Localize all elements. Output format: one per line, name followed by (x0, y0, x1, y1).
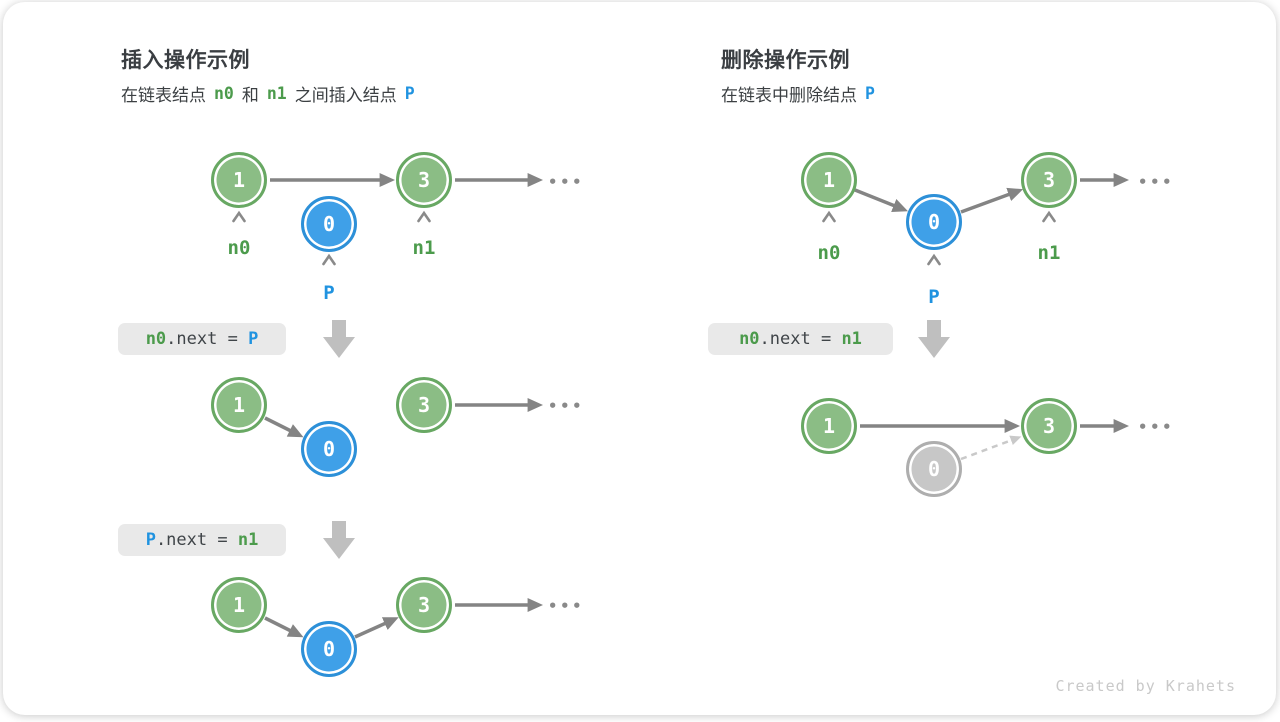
ellipsis-icon: ••• (1137, 173, 1175, 191)
ellipsis-icon: ••• (547, 597, 585, 615)
node-value: 1 (822, 168, 836, 192)
node-value: 3 (1042, 414, 1056, 438)
arrow-p-to-n1 (960, 187, 1024, 214)
token-p: P (404, 84, 415, 103)
caret-up-icon (232, 210, 246, 223)
arrow-n0-to-p (264, 616, 304, 638)
caret-up-icon (1042, 210, 1056, 223)
node-value: 0 (927, 210, 941, 234)
arrow-p-to-n1 (354, 617, 399, 639)
node-value: 0 (322, 437, 336, 461)
code-token: .next = (759, 329, 842, 349)
code-box-insert-2: P.next = n1 (118, 524, 286, 556)
list-node-1: 1 (211, 377, 267, 433)
node-value: 0 (322, 637, 336, 661)
list-node-3: 3 (396, 577, 452, 633)
node-value: 3 (417, 593, 431, 617)
arrow-removed-p-to-n1-dashed (960, 435, 1022, 461)
code-token: P (248, 329, 259, 349)
code-token: n0 (739, 329, 760, 349)
insert-panel-subtitle: 在链表结点 n0 和 n1 之间插入结点 P (121, 81, 415, 106)
list-node-p: 0 (301, 421, 357, 477)
code-box-delete-1: n0.next = n1 (708, 323, 893, 355)
code-token: .next = (155, 530, 238, 550)
arrow-n0-to-p (264, 416, 304, 438)
pointer-label-p: P (928, 286, 940, 308)
token-n0: n0 (214, 84, 234, 103)
pointer-label-p: P (323, 282, 335, 304)
token-n1: n1 (266, 84, 287, 103)
pointer-label-n1: n1 (412, 237, 436, 259)
list-node-p: 0 (301, 196, 357, 252)
caret-up-icon (322, 253, 336, 266)
node-value: 0 (927, 457, 941, 481)
token-p: P (865, 84, 875, 103)
subtitle-text: 在链表中删除结点 (721, 86, 857, 105)
list-node-3: 3 (396, 377, 452, 433)
list-node-3: 3 (1021, 152, 1077, 208)
step-down-arrow-icon (323, 521, 355, 559)
node-value: 0 (322, 212, 336, 236)
node-value: 1 (232, 393, 246, 417)
node-value: 3 (417, 168, 431, 192)
caret-up-icon (417, 210, 431, 223)
pointer-label-n0: n0 (817, 242, 841, 264)
ellipsis-icon: ••• (547, 173, 585, 191)
subtitle-text: 之间插入结点 (294, 86, 397, 105)
list-node-p: 0 (906, 194, 962, 250)
code-token: P (145, 530, 156, 550)
list-node-1: 1 (801, 152, 857, 208)
figure-card: 插入操作示例 在链表结点 n0 和 n1 之间插入结点 P 1 0 3 n0 n… (3, 2, 1276, 715)
list-node-p-removed: 0 (906, 441, 962, 497)
code-token: .next = (166, 329, 249, 349)
subtitle-text: 和 (241, 86, 259, 105)
code-box-insert-1: n0.next = P (118, 323, 286, 355)
node-value: 1 (232, 593, 246, 617)
node-value: 3 (1042, 168, 1056, 192)
delete-panel-title: 删除操作示例 (721, 49, 850, 72)
ellipsis-icon: ••• (547, 397, 585, 415)
list-node-3: 3 (396, 152, 452, 208)
node-value: 3 (417, 393, 431, 417)
insert-panel-title: 插入操作示例 (121, 49, 250, 72)
node-value: 1 (822, 414, 836, 438)
arrows-layer (232, 173, 1129, 639)
list-node-1: 1 (211, 577, 267, 633)
code-token: n0 (145, 329, 167, 349)
caret-up-icon (927, 253, 941, 266)
pointer-label-n1: n1 (1037, 242, 1061, 264)
list-node-1: 1 (801, 398, 857, 454)
ellipsis-icon: ••• (1137, 418, 1175, 436)
step-down-arrow-icon (918, 320, 950, 358)
list-node-3: 3 (1021, 398, 1077, 454)
step-down-arrow-icon (323, 320, 355, 358)
delete-panel-subtitle: 在链表中删除结点 P (721, 81, 875, 106)
subtitle-text: 在链表结点 (121, 86, 206, 105)
list-node-p: 0 (301, 621, 357, 677)
caret-up-icon (822, 210, 836, 223)
arrow-n0-to-p (854, 188, 908, 212)
credit-text: Created by Krahets (1055, 677, 1236, 695)
node-value: 1 (232, 168, 246, 192)
code-token: n1 (237, 530, 259, 550)
code-token: n1 (841, 329, 862, 349)
pointer-label-n0: n0 (227, 237, 251, 259)
list-node-1: 1 (211, 152, 267, 208)
